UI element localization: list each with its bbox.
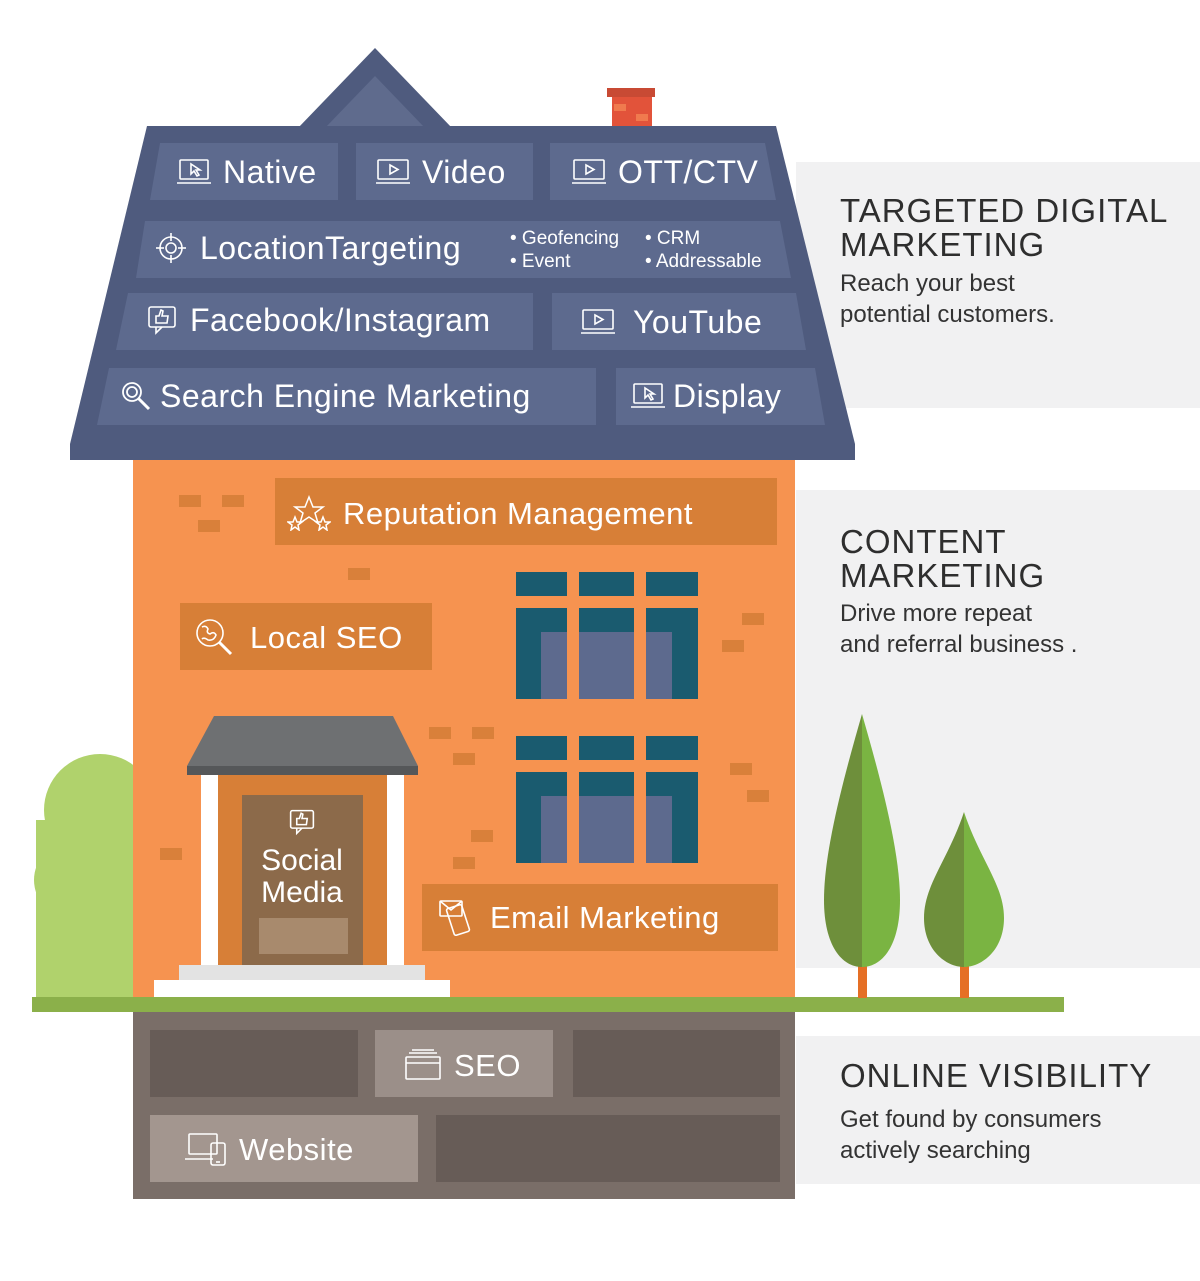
website-label: Website [185, 1131, 354, 1167]
social-media-icon-wrap [288, 808, 316, 836]
magnifier-icon [120, 380, 152, 412]
location-sub-crm: • CRM [645, 228, 701, 249]
panel-content-desc: Drive more repeat and referral business … [840, 598, 1077, 660]
panel-visibility-desc-line-1: Get found by consumers [840, 1106, 1102, 1133]
native-text: Native [223, 154, 317, 190]
wall-bricks [160, 495, 769, 869]
target-crosshair-icon [156, 233, 186, 263]
panel-targeted-desc: Reach your best potential customers. [840, 268, 1055, 330]
location-targeting-label: LocationTargeting [156, 232, 461, 264]
local-seo-label: Local SEO [194, 617, 403, 657]
stars-icon [287, 495, 331, 531]
display-label: Display [631, 380, 781, 412]
panel-content-desc-line-1: Drive more repeat [840, 600, 1033, 627]
cursor-screen-icon [177, 158, 211, 186]
browser-window-icon [404, 1049, 442, 1081]
youtube-label: YouTube [581, 306, 762, 338]
window-lower [516, 736, 698, 863]
devices-icon [185, 1131, 227, 1167]
panel-visibility-title-line-1: ONLINE VISIBILITY [840, 1057, 1153, 1094]
video-label: Video [376, 156, 506, 188]
reputation-label: Reputation Management [287, 495, 693, 531]
panel-content-title: CONTENT MARKETING [840, 525, 1045, 593]
tv-play-icon [572, 158, 606, 186]
display-text: Display [673, 378, 782, 414]
roof-eave [70, 444, 855, 460]
reputation-text: Reputation Management [343, 495, 694, 531]
seo-text: SEO [454, 1047, 521, 1083]
location-sub-addressable: • Addressable [645, 251, 762, 272]
social-media-line-1: Social [261, 844, 343, 877]
porch [154, 716, 450, 1000]
website-text: Website [239, 1131, 354, 1167]
roof-tiles [97, 143, 825, 425]
facebook-instagram-label: Facebook/Instagram [146, 304, 491, 336]
thumbs-up-icon [146, 304, 178, 336]
sem-text: Search Engine Marketing [160, 378, 531, 414]
sem-label: Search Engine Marketing [120, 380, 531, 412]
video-screen-icon [581, 308, 615, 336]
social-media-label: Social Media [240, 845, 364, 909]
location-sub-event: • Event [510, 251, 571, 272]
email-phone-icon [438, 898, 474, 936]
map-search-icon [194, 617, 234, 657]
location-targeting-text: LocationTargeting [200, 230, 462, 266]
panel-content-title-line-1: CONTENT [840, 523, 1007, 560]
wall-tiles [180, 478, 778, 951]
panel-targeted-desc-line-2: potential customers. [840, 301, 1055, 328]
panel-visibility-title: ONLINE VISIBILITY [840, 1059, 1152, 1093]
video-text: Video [422, 154, 506, 190]
bush [34, 754, 156, 1006]
location-sub-geofencing: • Geofencing [510, 228, 620, 249]
email-marketing-text: Email Marketing [490, 899, 720, 935]
social-media-line-2: Media [261, 876, 343, 909]
panel-targeted-title-line-2: MARKETING [840, 226, 1046, 263]
ott-ctv-label: OTT/CTV [572, 156, 758, 188]
panel-visibility-desc: Get found by consumers actively searchin… [840, 1104, 1101, 1166]
cursor-screen-icon [631, 382, 665, 410]
video-screen-icon [376, 158, 410, 186]
panel-visibility-desc-line-2: actively searching [840, 1137, 1031, 1164]
ott-ctv-text: OTT/CTV [618, 154, 759, 190]
panel-visibility-bg [796, 1036, 1200, 1184]
window-upper [516, 572, 698, 699]
local-seo-text: Local SEO [250, 619, 403, 655]
seo-label: SEO [404, 1049, 521, 1081]
panel-targeted-desc-line-1: Reach your best [840, 270, 1015, 297]
tree-large [824, 714, 900, 998]
roof [70, 126, 855, 444]
roof-peak-inner [325, 76, 425, 128]
panel-content-desc-line-2: and referral business . [840, 631, 1078, 658]
tree-small [924, 812, 1004, 998]
foundation-blocks [150, 1030, 780, 1182]
panel-content-title-line-2: MARKETING [840, 557, 1046, 594]
thumbs-up-icon [288, 808, 316, 836]
panel-targeted-title: TARGETED DIGITAL MARKETING [840, 194, 1168, 262]
panel-targeted-title-line-1: TARGETED DIGITAL [840, 192, 1169, 229]
youtube-text: YouTube [633, 304, 763, 340]
native-label: Native [177, 156, 317, 188]
facebook-instagram-text: Facebook/Instagram [190, 302, 491, 338]
email-marketing-label: Email Marketing [438, 898, 720, 936]
chimney [607, 88, 655, 130]
grass [32, 997, 1064, 1012]
panel-targeted-bg [796, 162, 1200, 408]
